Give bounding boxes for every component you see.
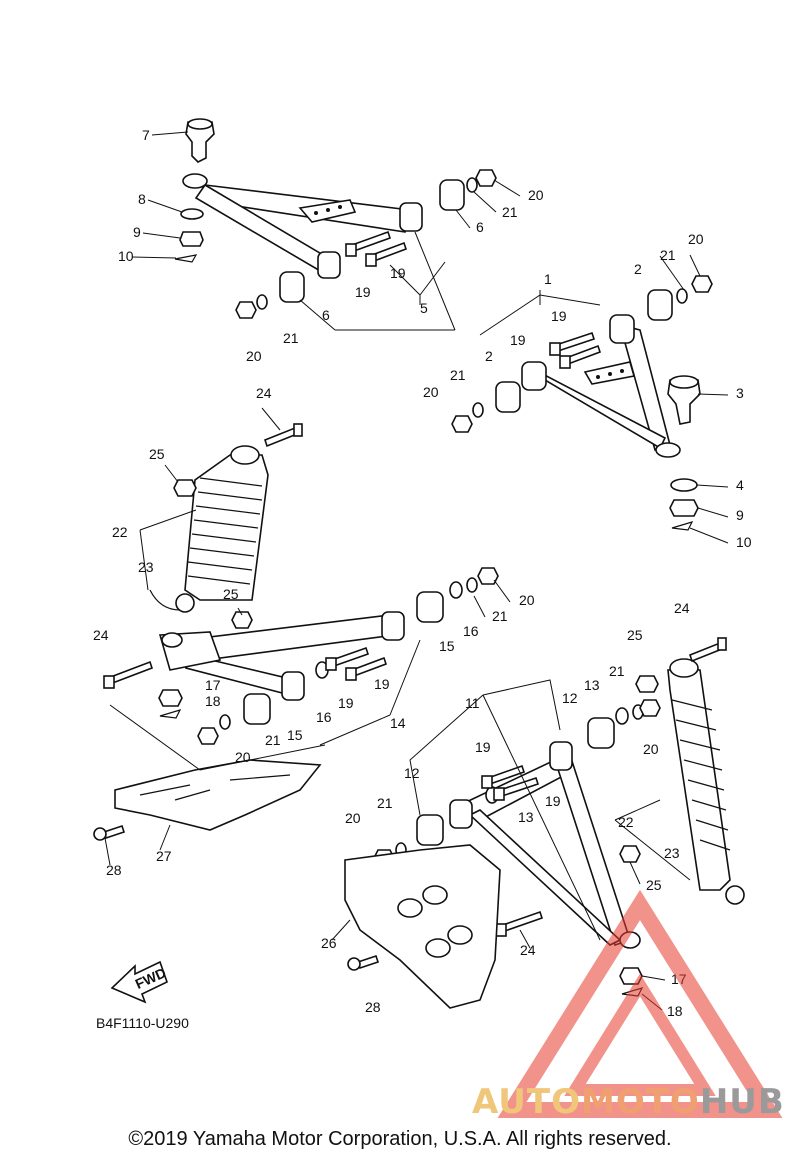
callout-4: 4 <box>736 477 744 493</box>
callout-22: 22 <box>112 524 128 540</box>
callout-2: 2 <box>634 261 642 277</box>
callout-12: 12 <box>562 690 578 706</box>
callout-9: 9 <box>736 507 744 523</box>
diagram-code: B4F1110-U290 <box>96 1015 189 1031</box>
callout-23: 23 <box>664 845 680 861</box>
shock-absorber-left <box>149 423 303 613</box>
arm-guard-right <box>344 844 501 1009</box>
callout-28: 28 <box>106 862 122 878</box>
callout-27: 27 <box>156 848 172 864</box>
callout-23: 23 <box>138 559 154 575</box>
callout-15: 15 <box>287 727 303 743</box>
callout-13: 13 <box>518 809 534 825</box>
callout-28: 28 <box>365 999 381 1015</box>
callout-21: 21 <box>660 247 676 263</box>
callout-20: 20 <box>246 348 262 364</box>
callout-22: 22 <box>618 814 634 830</box>
callout-20: 20 <box>643 741 659 757</box>
callout-25: 25 <box>646 877 662 893</box>
callout-7: 7 <box>142 127 150 143</box>
callout-24: 24 <box>520 942 536 958</box>
callout-21: 21 <box>377 795 393 811</box>
callout-13: 13 <box>584 677 600 693</box>
callout-16: 16 <box>463 623 479 639</box>
callout-21: 21 <box>502 204 518 220</box>
watermark-part-moto: MOTO <box>580 1082 700 1122</box>
callout-20: 20 <box>688 231 704 247</box>
callout-24: 24 <box>256 385 272 401</box>
callout-19: 19 <box>355 284 371 300</box>
watermark-part-auto: AUTO <box>472 1082 581 1122</box>
callout-19: 19 <box>475 739 491 755</box>
callout-25: 25 <box>149 446 165 462</box>
callout-6: 6 <box>476 219 484 235</box>
watermark-text: AUTOMOTOHUB <box>472 1082 785 1122</box>
callout-19: 19 <box>551 308 567 324</box>
callout-20: 20 <box>519 592 535 608</box>
callout-24: 24 <box>93 627 109 643</box>
callout-2: 2 <box>485 348 493 364</box>
copyright-notice: ©2019 Yamaha Motor Corporation, U.S.A. A… <box>128 1128 672 1150</box>
callout-20: 20 <box>423 384 439 400</box>
callout-18: 18 <box>205 693 221 709</box>
forward-direction-indicator: FWD <box>110 960 168 1004</box>
callout-21: 21 <box>609 663 625 679</box>
callout-19: 19 <box>374 676 390 692</box>
callout-14: 14 <box>390 715 406 731</box>
lower-arm-right-assembly <box>373 699 661 997</box>
callout-15: 15 <box>439 638 455 654</box>
arm-guard-left <box>93 759 322 841</box>
callout-9: 9 <box>133 224 141 240</box>
callout-19: 19 <box>390 265 406 281</box>
automotohub-watermark-logo <box>497 889 783 1118</box>
callout-18: 18 <box>667 1003 683 1019</box>
callout-6: 6 <box>322 307 330 323</box>
callout-20: 20 <box>235 749 251 765</box>
callout-10: 10 <box>736 534 752 550</box>
callout-21: 21 <box>492 608 508 624</box>
callout-8: 8 <box>138 191 146 207</box>
callout-12: 12 <box>404 765 420 781</box>
callout-1: 1 <box>544 271 552 287</box>
callout-19: 19 <box>545 793 561 809</box>
callout-26: 26 <box>321 935 337 951</box>
callout-19: 19 <box>338 695 354 711</box>
callout-19: 19 <box>510 332 526 348</box>
callout-16: 16 <box>316 709 332 725</box>
callout-24: 24 <box>674 600 690 616</box>
callout-20: 20 <box>528 187 544 203</box>
callout-11: 11 <box>465 695 480 711</box>
callout-5: 5 <box>420 300 428 316</box>
watermark-part-hub: HUB <box>699 1082 785 1122</box>
upper-arm-left-assembly <box>174 118 497 319</box>
shock-absorber-right <box>619 637 745 905</box>
callout-21: 21 <box>265 732 281 748</box>
leader-lines <box>104 131 729 1011</box>
callout-21: 21 <box>450 367 466 383</box>
upper-arm-right-assembly <box>451 275 713 531</box>
callout-3: 3 <box>736 385 744 401</box>
lower-arm-left-assembly <box>103 567 499 745</box>
callout-25: 25 <box>627 627 643 643</box>
callout-25: 25 <box>223 586 239 602</box>
callout-17: 17 <box>205 677 221 693</box>
callout-21: 21 <box>283 330 299 346</box>
callout-10: 10 <box>118 248 134 264</box>
callout-20: 20 <box>345 810 361 826</box>
